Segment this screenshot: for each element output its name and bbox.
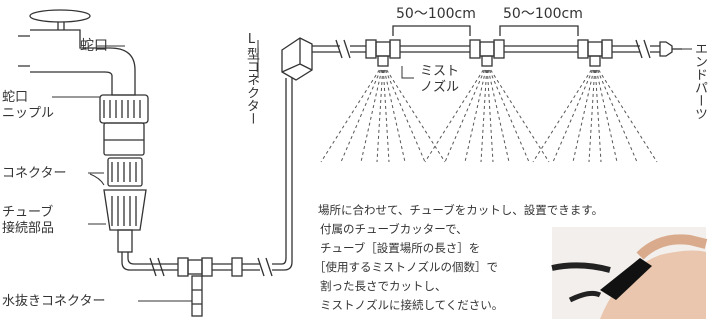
label-l-connector: L型コネクター xyxy=(244,32,259,125)
spray-line xyxy=(594,69,602,163)
label-faucet-nipple-line2: ニップル xyxy=(2,106,55,121)
faucet-icon xyxy=(18,9,136,96)
spray-line xyxy=(464,69,487,163)
spray-line xyxy=(382,69,390,163)
spray-line xyxy=(490,69,550,163)
spray-line xyxy=(486,69,494,163)
label-faucet: 蛇口 xyxy=(80,38,108,54)
spray-line xyxy=(480,69,488,163)
spray-line xyxy=(487,69,510,163)
dimension-spacing-1: 50～100cm xyxy=(396,6,476,22)
spray-line xyxy=(572,69,595,163)
spray-line xyxy=(320,69,380,163)
label-tube-part-line1: チューブ xyxy=(2,205,54,220)
mist-nozzle-icon xyxy=(377,55,601,67)
spray-line xyxy=(383,69,406,163)
tube-cutter-photo xyxy=(551,227,708,319)
instruction-line-4: ［使用するミストノズルの個数］で xyxy=(314,260,498,274)
spray-line xyxy=(360,69,383,163)
spray-line xyxy=(444,69,485,163)
leader-lines xyxy=(52,40,692,302)
dimension-spacing-2: 50～100cm xyxy=(503,6,583,22)
instruction-line-3: チューブ［設置場所の長さ］を xyxy=(320,241,481,255)
instruction-line-5: 割った長さでカットし、 xyxy=(320,279,447,293)
spray-line xyxy=(424,69,484,163)
label-mist-nozzle-line2: ノズル xyxy=(420,80,460,95)
tube-network xyxy=(121,37,682,317)
label-mist-nozzle-line1: ミスト xyxy=(420,64,460,79)
instruction-line-6: ミストノズルに接続してください。 xyxy=(320,298,504,312)
label-tube-part-line2: 接続部品 xyxy=(2,221,55,236)
label-drain-connector: 水抜きコネクター xyxy=(2,294,106,309)
label-faucet-nipple-line1: 蛇口 xyxy=(2,90,29,105)
spray-line xyxy=(376,69,384,163)
mist-spray xyxy=(320,69,658,163)
spray-line xyxy=(552,69,593,163)
label-end-parts: エンドパーツ xyxy=(692,42,707,120)
tube-connection-part-icon xyxy=(103,189,147,253)
spray-line xyxy=(595,69,618,163)
spray-line xyxy=(588,69,596,163)
spray-line xyxy=(340,69,381,163)
spray-line xyxy=(597,69,638,163)
spray-line xyxy=(489,69,530,163)
faucet-nipple-icon xyxy=(99,94,149,156)
spray-line xyxy=(598,69,658,163)
connector-icon xyxy=(107,157,143,187)
instruction-line-1: 場所に合わせて、チューブをカットし、設置できます。 xyxy=(318,203,604,217)
spray-line xyxy=(532,69,592,163)
instruction-line-2: 付属のチューブカッターで、 xyxy=(320,222,468,236)
label-connector: コネクター xyxy=(2,166,67,181)
spray-line xyxy=(385,69,426,163)
dimension-lines xyxy=(392,25,579,36)
